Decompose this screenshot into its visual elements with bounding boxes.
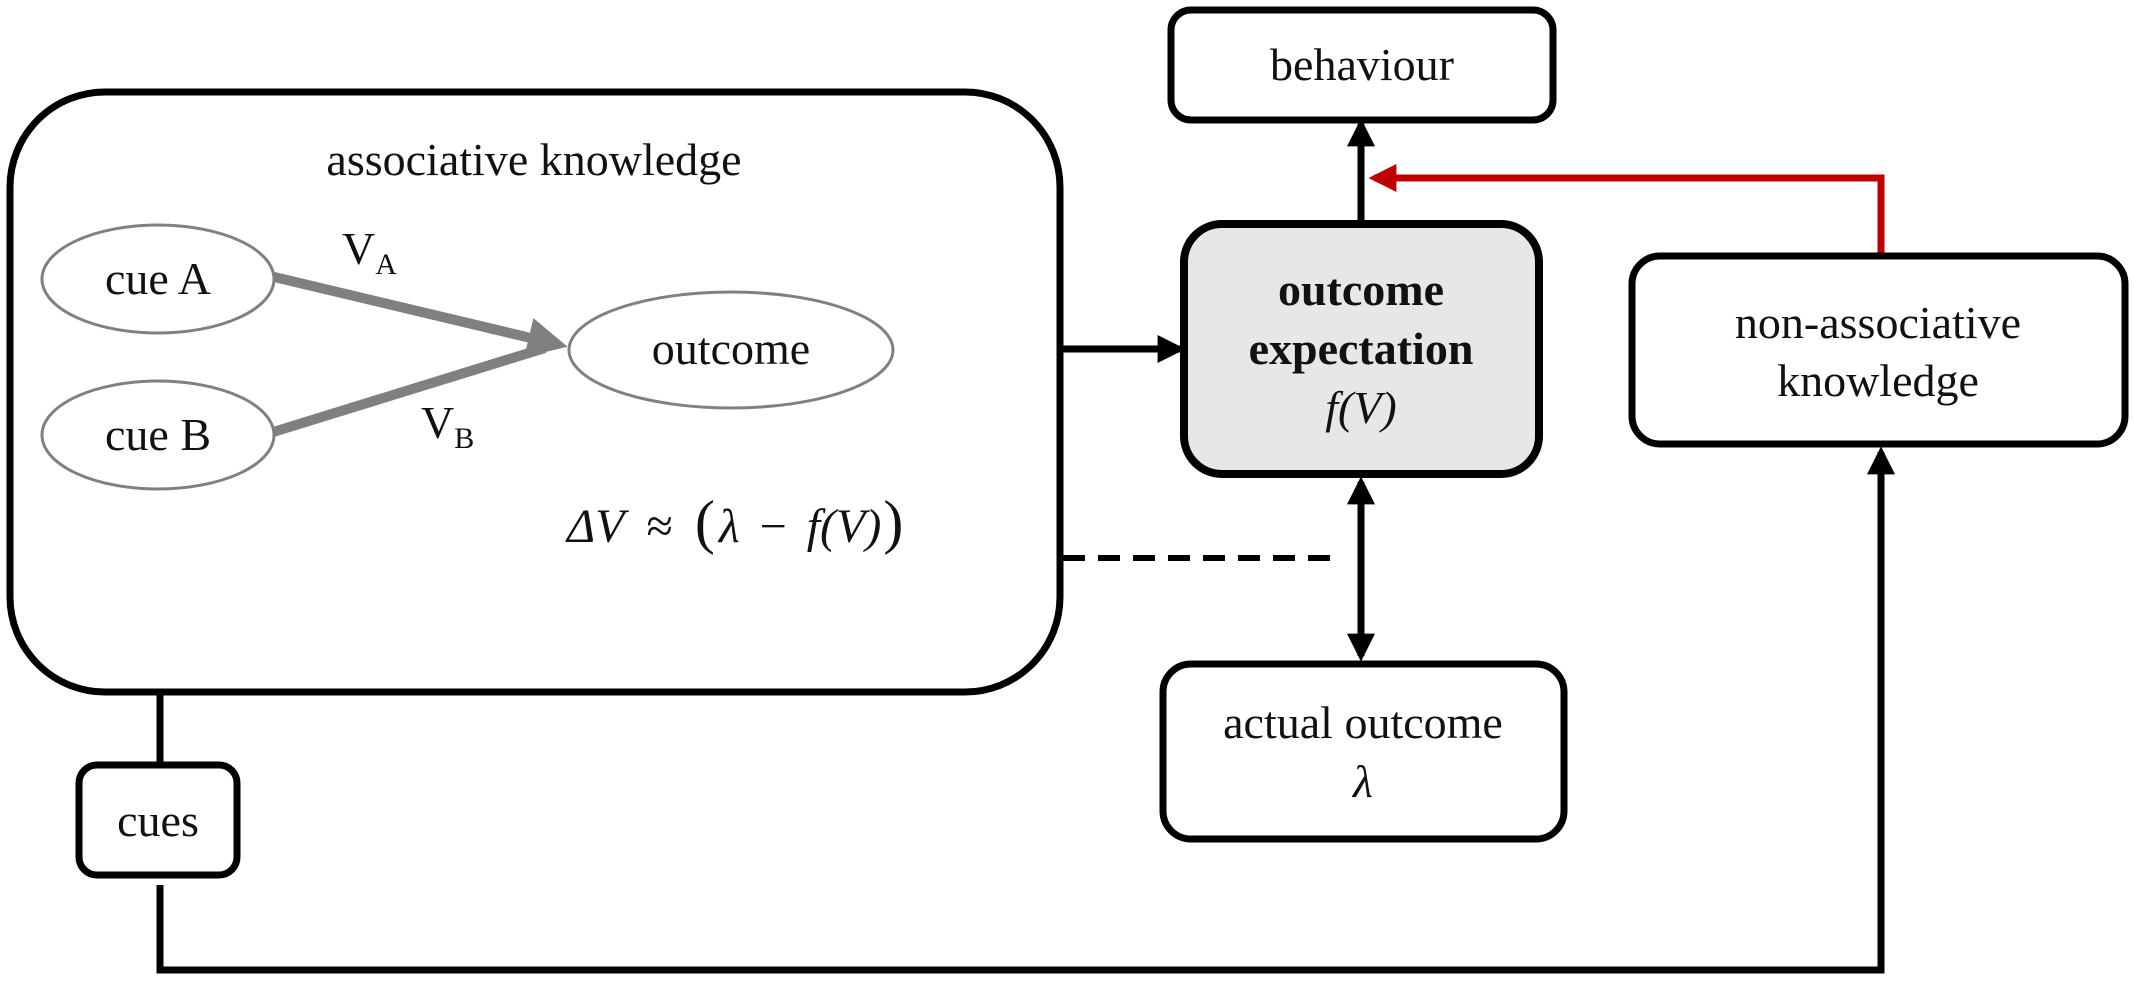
behaviour-box [1167,6,1557,124]
weight-b-subscript: B [454,422,474,455]
weight-b-base: V [421,397,454,448]
update-rule-lambda: λ [717,500,740,553]
cue-b-label: cue B [105,409,211,460]
actual-outcome-line1: actual outcome [1223,697,1503,748]
outcome-expectation-formula: f(V) [1325,382,1397,433]
cue-a-link [268,271,568,357]
non-associative-modulation-arrow [1368,164,1885,256]
outcome-label: outcome [652,323,810,374]
update-rule-open-paren: ( [695,489,715,555]
cues-box [75,761,241,879]
outcome-node [567,290,895,410]
weight-a-base: V [342,223,375,274]
update-rule-delta: ΔV [565,500,629,553]
update-rule-f-of-v: f(V) [807,500,882,553]
weight-b-label: VB [421,397,474,455]
outcome-expectation-box [1180,220,1543,478]
non-associative-knowledge-box [1628,252,2129,448]
update-rule-approx: ≈ [647,500,673,553]
update-rule-equation: ΔV ≈ (λ − f(V)) [565,489,903,555]
cue-a-label: cue A [105,253,211,304]
weight-a-label: VA [342,223,397,281]
cues-to-non-associative-connector [156,446,1895,974]
cue-b-node [40,379,276,491]
non-associative-knowledge-line1: non-associative [1735,297,2021,348]
associative-knowledge-title: associative knowledge [326,134,741,185]
outcome-expectation-line2: expectation [1249,323,1474,374]
update-rule-close-paren: ) [883,489,903,555]
actual-outcome-lambda: λ [1351,756,1373,807]
non-associative-knowledge-line2: knowledge [1777,355,1979,406]
cues-label: cues [117,795,199,846]
update-rule-minus: − [760,500,787,553]
weight-a-subscript: A [375,248,397,281]
cue-a-node [40,223,276,335]
actual-outcome-box [1159,660,1568,843]
outcome-expectation-line1: outcome [1278,264,1444,315]
associative-knowledge-box [6,88,1064,696]
behaviour-label: behaviour [1270,39,1454,90]
cue-b-link [268,343,547,438]
